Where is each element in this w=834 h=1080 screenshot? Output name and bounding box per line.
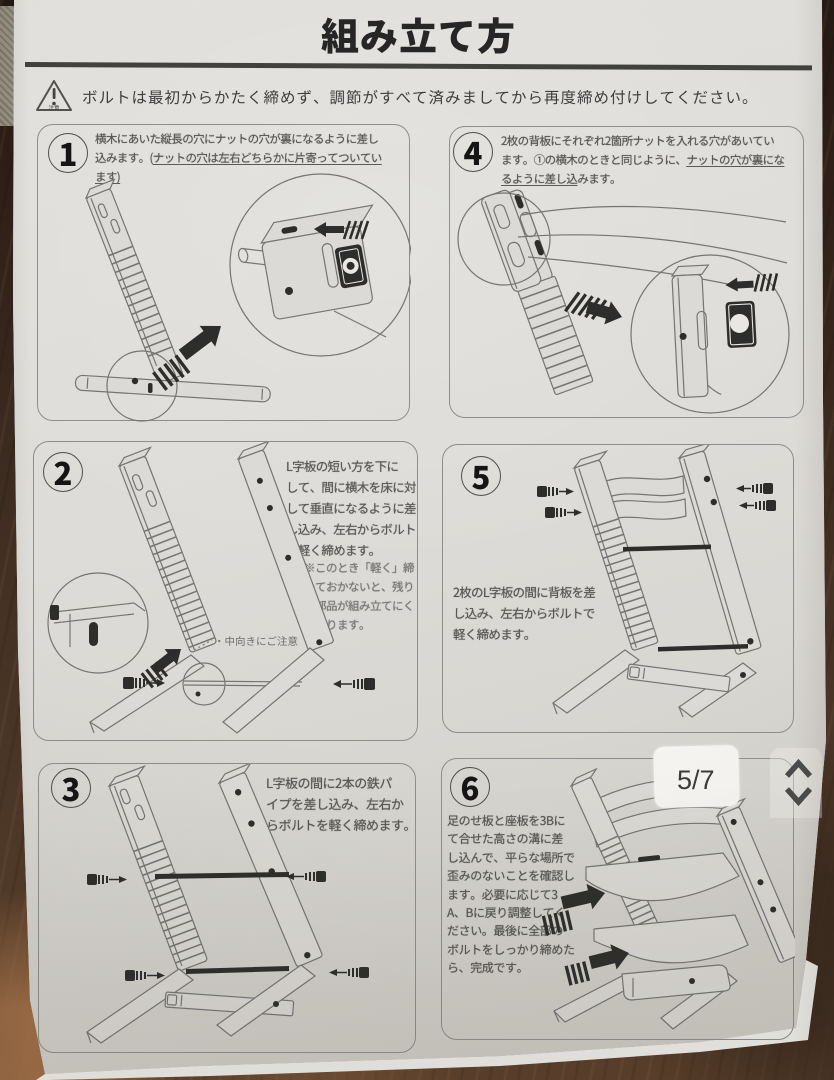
svg-text:注意: 注意 xyxy=(48,104,60,112)
svg-text:・中向きにご注意: ・中向きにご注意 xyxy=(214,634,298,649)
